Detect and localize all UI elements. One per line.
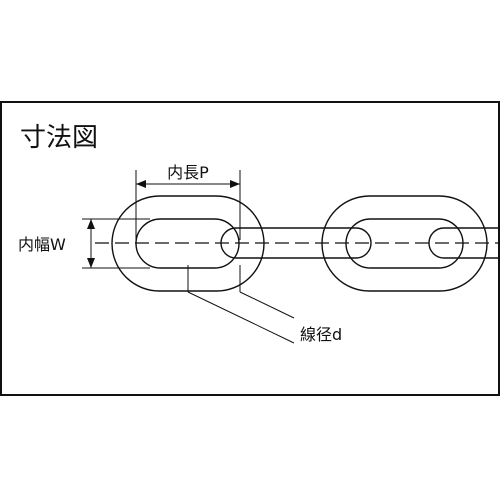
diagram-frame <box>0 101 500 396</box>
chain-link-partial <box>428 227 499 259</box>
wire-diameter-label: 線径d <box>300 325 342 344</box>
inner-length-label: 内長P <box>167 163 209 182</box>
chain-link-horizontal <box>220 227 372 259</box>
inner-width-label: 内幅W <box>18 235 66 254</box>
diagram-title: 寸法図 <box>20 123 98 153</box>
inner-width-dimension <box>82 218 150 269</box>
wire-diameter-leader <box>187 265 295 344</box>
inner-length-dimension <box>135 170 241 240</box>
